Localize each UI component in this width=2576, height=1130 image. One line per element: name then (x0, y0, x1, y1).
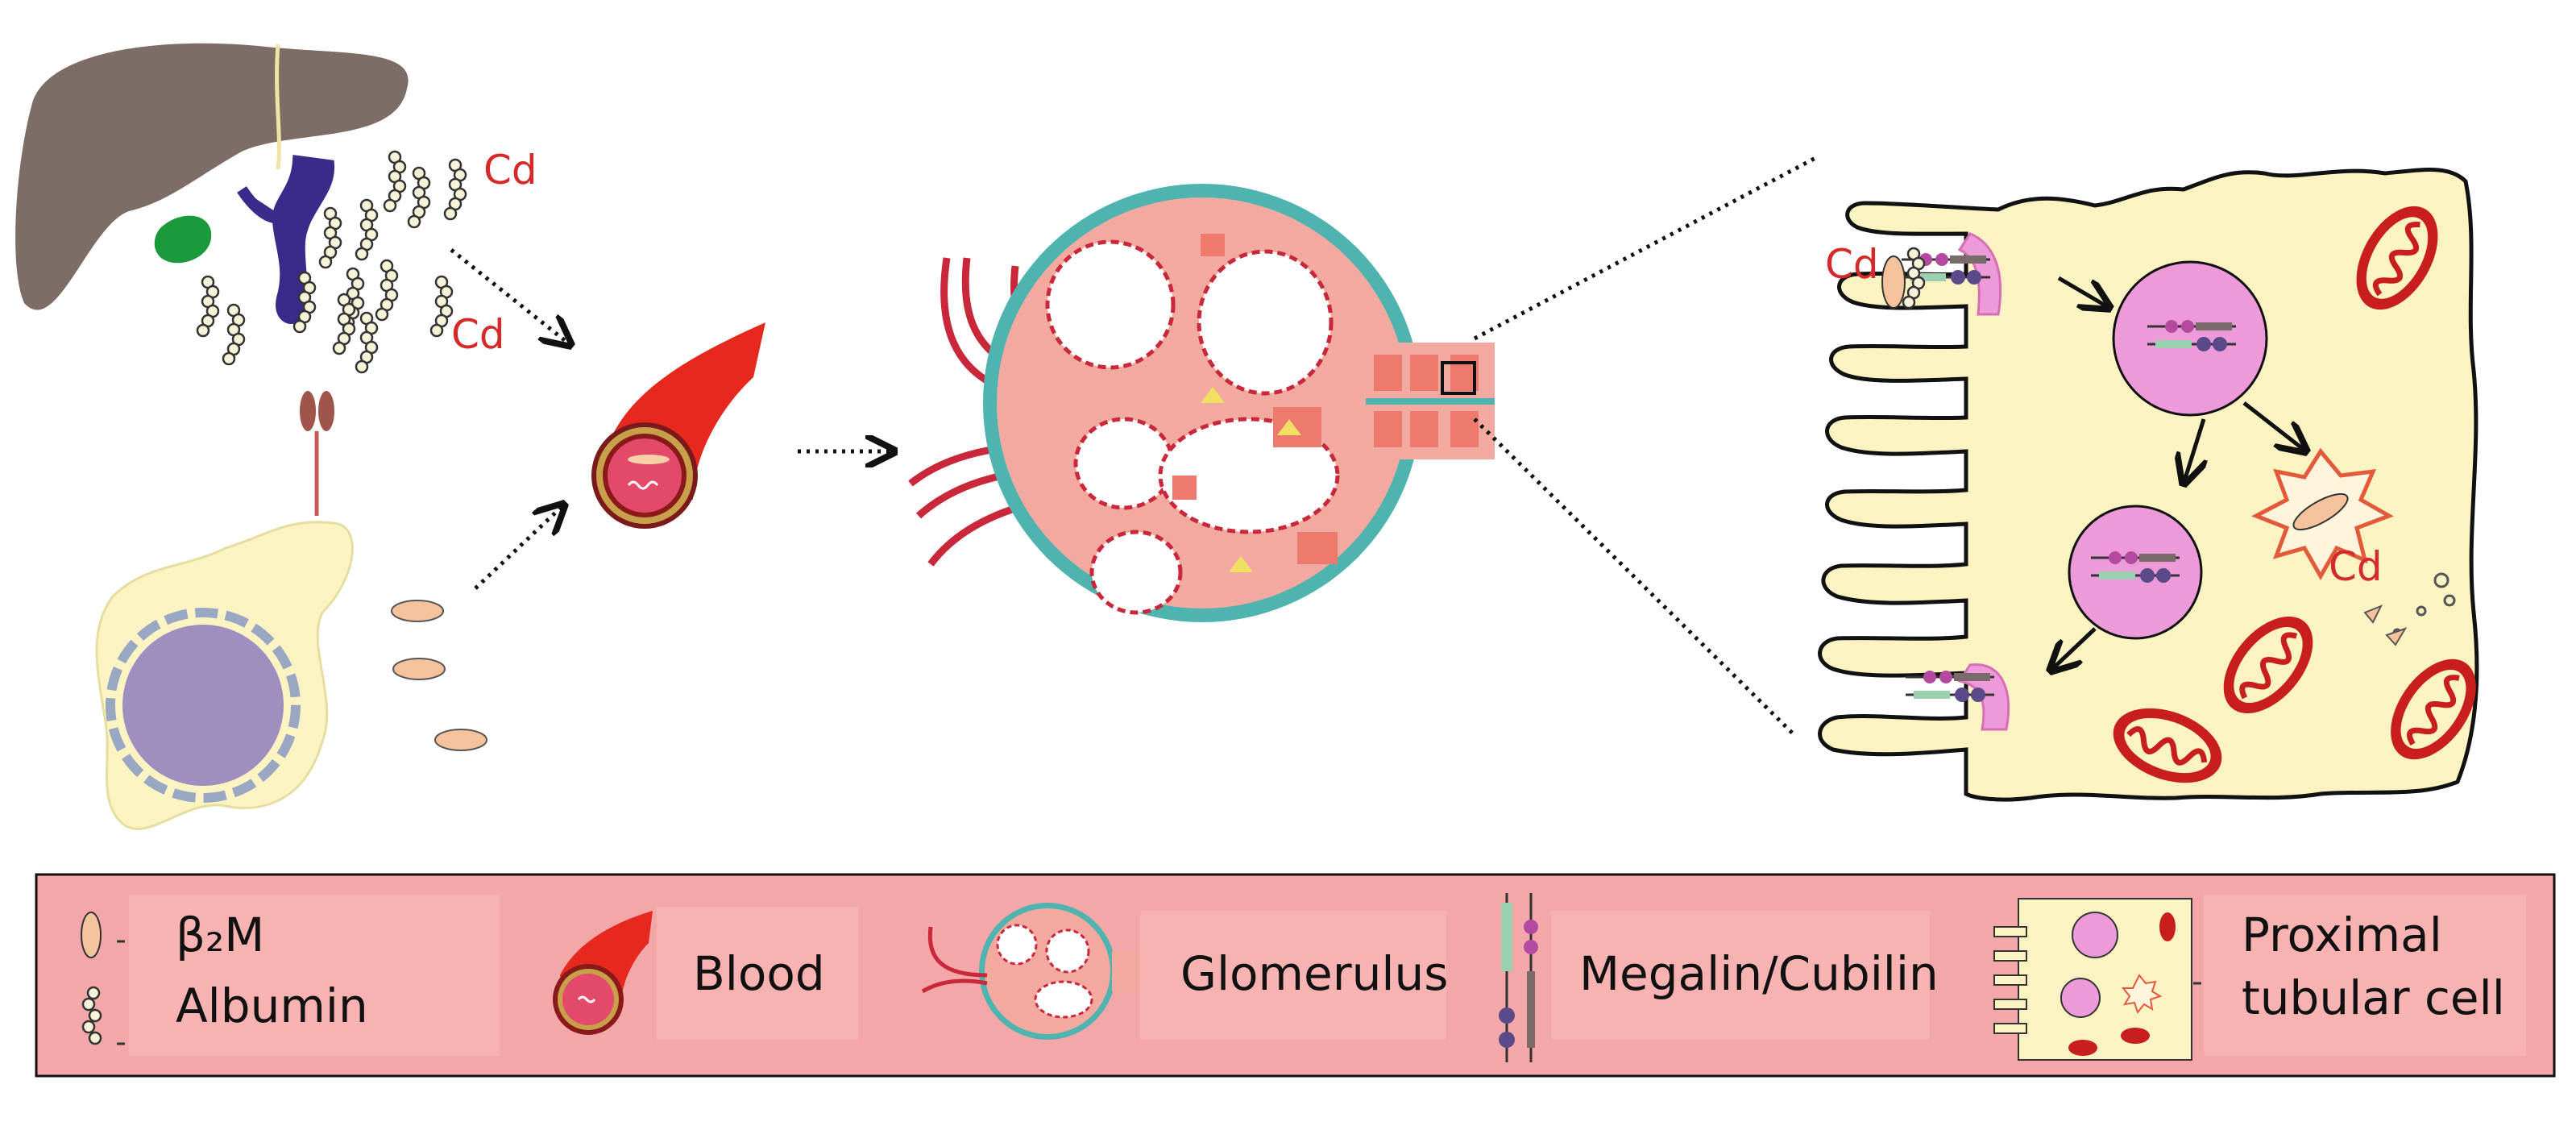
gallbladder-icon (154, 215, 212, 264)
legend-proximal-label-line2: tubular cell (2242, 970, 2505, 1025)
bile-duct-icon (237, 155, 335, 324)
liver-icon (15, 43, 409, 310)
arrow-liver-to-blood (450, 248, 570, 345)
cd-label-liver-top: Cd (483, 147, 537, 193)
legend-blood-label: Blood (693, 946, 825, 1001)
arrow-lymphocyte-to-blood (474, 505, 564, 590)
legend-b2m-label: β₂M (176, 908, 264, 962)
legend-blood-icon (553, 911, 653, 1035)
legend-albumin-icon (81, 986, 102, 1045)
legend-megalin-cubilin-icon (1499, 893, 1538, 1062)
cd-label-liver-bottom: Cd (451, 311, 505, 358)
legend-glomerulus-icon (921, 903, 1156, 1040)
b2m-particle-icon (391, 600, 487, 751)
blood-vessel-icon (591, 322, 765, 529)
legend-glomerulus-label: Glomerulus (1180, 946, 1448, 1001)
legend-proximal-label-line1: Proximal (2242, 908, 2442, 962)
legend-megalin-cubilin-label: Megalin/Cubilin (1579, 946, 1939, 1001)
legend-b2m-icon (81, 912, 102, 958)
legend-albumin-label: Albumin (176, 978, 368, 1033)
zoom-line-bottom (1473, 418, 1794, 735)
albumin-chain-icon (197, 152, 466, 372)
zoom-line-top (1473, 155, 1819, 341)
legend-proximal-cell-icon (1993, 898, 2192, 1061)
cd-label-cell-lysosome: Cd (2329, 543, 2383, 590)
cd-label-cell-apical: Cd (1825, 241, 1879, 288)
glomerulus-icon (908, 184, 1495, 622)
legend-bar: β₂M Albumin Blood Glomerulus (35, 873, 2556, 1078)
lymphocyte-icon (95, 391, 354, 830)
